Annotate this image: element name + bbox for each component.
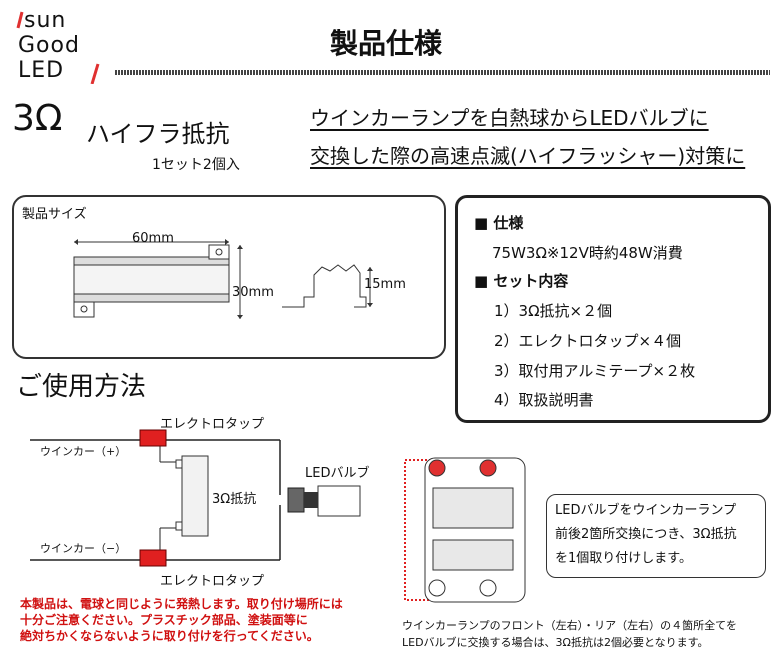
- led-bulb-label: LEDバルブ: [305, 466, 370, 481]
- logo-slashes: [16, 11, 100, 84]
- set-item: 3）取付用アルミテープ×２枚: [494, 362, 696, 380]
- size-height: 30mm: [232, 285, 274, 300]
- logo-word-good: Good: [18, 33, 80, 58]
- spec-heading-text: 仕様: [493, 214, 524, 232]
- set-contents-heading: ■ セット内容: [474, 272, 569, 290]
- spec-heading: ■ 仕様: [474, 214, 524, 232]
- warning-text: 本製品は、電球と同じように発熱します。取り付け場所には 十分ご注意ください。プラ…: [20, 596, 343, 644]
- size-panel: 製品サイズ 60mm 30mm 15mm: [12, 195, 446, 359]
- product-name: ハイフラ抵抗: [86, 120, 230, 148]
- headline-line1: ウインカーランプを白熱球からLEDバルブに: [310, 106, 709, 130]
- logo-word-led: LED: [18, 58, 65, 83]
- product-model: 3Ω: [12, 98, 63, 139]
- size-width: 60mm: [132, 231, 174, 246]
- set-item: 4）取扱説明書: [494, 391, 594, 409]
- brand-logo: sun Good LED: [8, 6, 103, 84]
- set-item: 1）3Ω抵抗×２個: [494, 302, 613, 320]
- callout-line3: を1個取り付けします。: [555, 551, 692, 566]
- tap-label-bottom: エレクトロタップ: [160, 574, 265, 589]
- callout-line1: LEDバルブをウインカーランプ: [555, 503, 737, 518]
- spec-power: 75W3Ω※12V時約48W消費: [492, 244, 683, 262]
- size-depth: 15mm: [364, 277, 406, 292]
- usage-title: ご使用方法: [16, 372, 147, 402]
- headline-line2: 交換した際の高速点滅(ハイフラッシャー)対策に: [310, 144, 746, 168]
- title-divider: [115, 70, 770, 75]
- size-drawing: [73, 239, 373, 319]
- resistor-label: 3Ω抵抗: [212, 492, 257, 507]
- set-count: 1セット2個入: [152, 157, 240, 173]
- tap-label-top: エレクトロタップ: [160, 417, 265, 432]
- bottom-note-line: LEDバルブに交換する場合は、3Ω抵抗は2個必要となります。: [402, 636, 709, 649]
- callout-box: LEDバルブをウインカーランプ 前後2箇所交換につき、3Ω抵抗 を1個取り付けし…: [546, 494, 766, 578]
- size-title: 製品サイズ: [22, 207, 87, 222]
- page-title: 製品仕様: [330, 27, 443, 60]
- car-diagram: [404, 457, 526, 603]
- warning-line: 絶対ちかくならないように取り付けを行ってください。: [20, 629, 319, 643]
- callout-line2: 前後2箇所交換につき、3Ω抵抗: [555, 527, 737, 542]
- wiring-diagram: [30, 429, 361, 567]
- winker-minus-label: ウインカー（−）: [40, 542, 127, 555]
- winker-plus-label: ウインカー（+）: [40, 445, 127, 458]
- spec-panel: ■ 仕様 75W3Ω※12V時約48W消費 ■ セット内容 1）3Ω抵抗×２個 …: [455, 195, 771, 423]
- set-item: 2）エレクトロタップ×４個: [494, 332, 682, 350]
- warning-line: 十分ご注意ください。プラスチック部品、塗装面等に: [20, 613, 308, 627]
- bottom-note-line: ウインカーランプのフロント（左右）・リア（左右）の４箇所全てを: [402, 619, 737, 632]
- set-contents-heading-text: セット内容: [493, 272, 569, 290]
- warning-line: 本製品は、電球と同じように発熱します。取り付け場所には: [20, 597, 343, 611]
- bottom-note: ウインカーランプのフロント（左右）・リア（左右）の４箇所全てを LEDバルブに交…: [402, 617, 737, 651]
- logo-word-sun: sun: [24, 8, 67, 33]
